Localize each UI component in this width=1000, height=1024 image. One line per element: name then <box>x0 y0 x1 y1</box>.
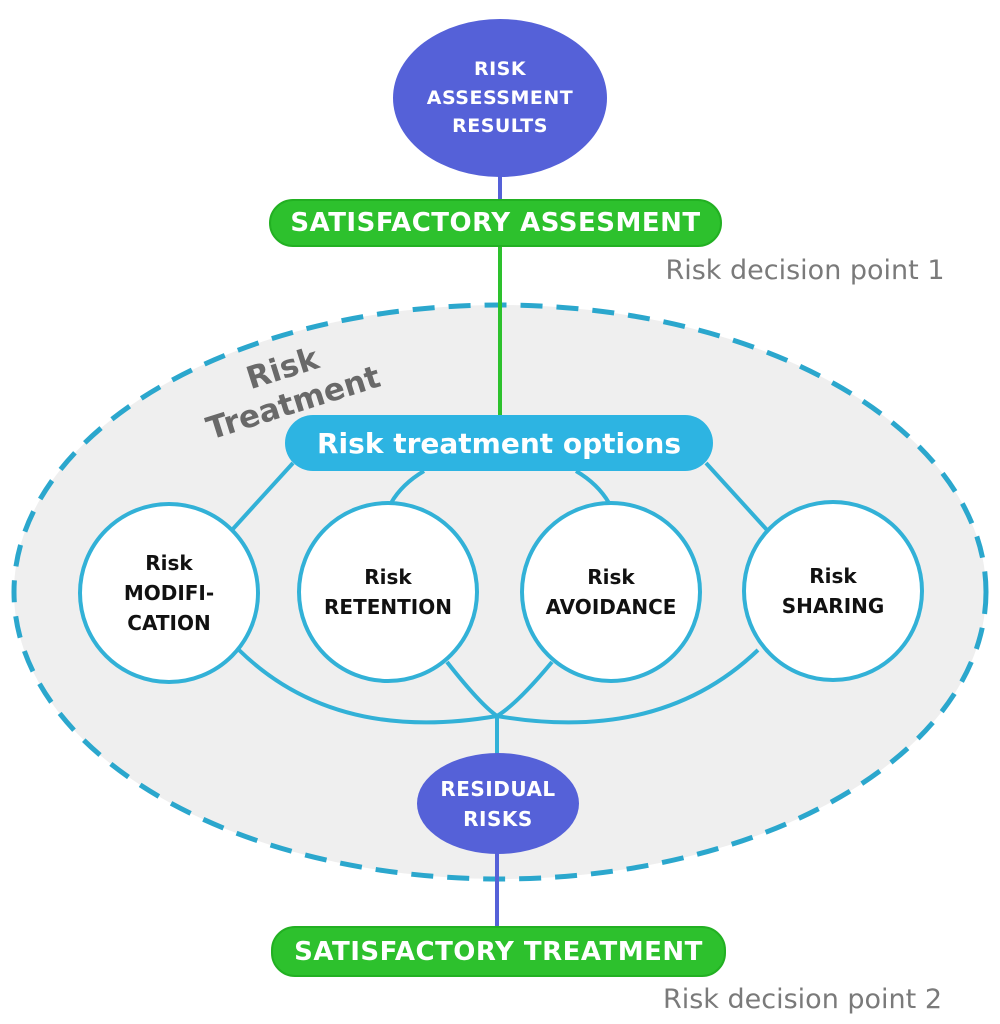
connector-options-to-avoidance <box>574 469 611 505</box>
risk-treatment-options-node: Risk treatment options <box>285 415 713 471</box>
connector-options-to-retention <box>389 469 426 505</box>
risk-retention-node: Risk RETENTION <box>297 501 479 683</box>
connector-avoidance-to-residual <box>495 660 554 718</box>
risk-sharing-node: Risk SHARING <box>742 500 924 682</box>
connector-modification-to-residual <box>237 648 498 725</box>
risk-decision-point-2-label: Risk decision point 2 <box>662 984 943 1015</box>
connector-retention-to-residual <box>445 660 499 718</box>
risk-modification-node: Risk MODIFI- CATION <box>78 502 260 684</box>
satisfactory-assesment-node: SATISFACTORY ASSESMENT <box>269 199 722 247</box>
risk-assessment-results-node: RISK ASSESSMENT RESULTS <box>393 19 607 177</box>
connector-options-to-sharing <box>704 461 769 532</box>
risk-decision-point-1-label: Risk decision point 1 <box>665 255 945 286</box>
connector-options-to-modification <box>230 461 295 532</box>
connector-sharing-to-residual <box>496 648 760 725</box>
residual-risks-node: RESIDUAL RISKS <box>417 753 579 854</box>
satisfactory-treatment-node: SATISFACTORY TREATMENT <box>271 926 726 977</box>
risk-avoidance-node: Risk AVOIDANCE <box>520 501 702 683</box>
